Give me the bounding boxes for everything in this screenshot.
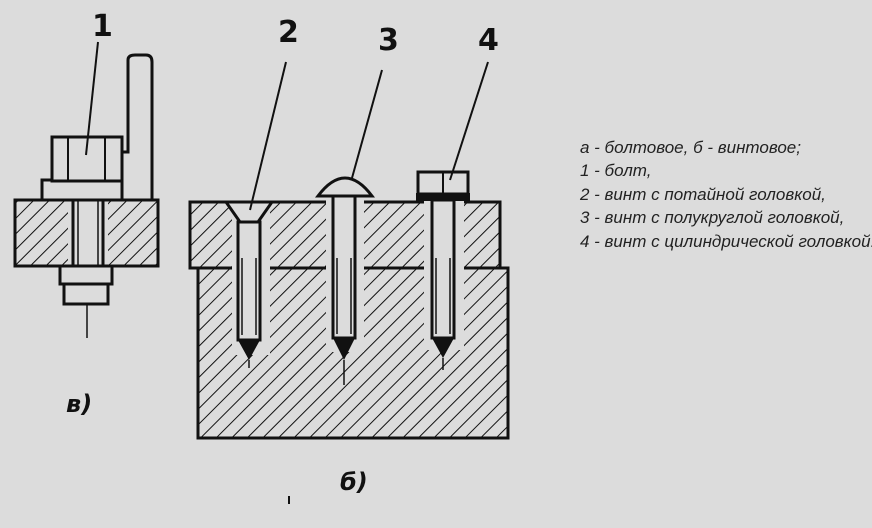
bolt-nut [58, 264, 114, 286]
round-head-screw [314, 176, 376, 385]
legend-line: 3 - винт с полукруглой головкой, [580, 208, 845, 228]
legend: а - болтовое, б - винтовое; 1 - болт, 2 … [580, 136, 872, 253]
legend-line: 2 - винт с потайной головкой, [580, 184, 826, 204]
screw-joint: 2 3 4 б) [188, 15, 510, 496]
leader-3 [351, 69, 383, 179]
legend-line: 4 - винт с цилиндрической головкой. [580, 231, 872, 251]
countersunk-screw [223, 200, 275, 368]
label-3: 3 [378, 23, 399, 58]
stop-bar [120, 53, 154, 202]
caption-b: б) [340, 468, 368, 496]
bolt-joint: 1 в) [13, 9, 160, 418]
leader-2 [249, 61, 287, 211]
legend-line: 1 - болт, [580, 161, 652, 181]
leader-1 [85, 41, 99, 156]
label-1: 1 [92, 9, 113, 44]
legend-line: а - болтовое, б - винтовое; [580, 138, 801, 157]
leader-4 [449, 61, 489, 181]
caption-a: в) [66, 390, 92, 418]
label-4: 4 [478, 23, 499, 58]
cylinder-head-screw [416, 170, 470, 370]
label-2: 2 [278, 15, 299, 50]
